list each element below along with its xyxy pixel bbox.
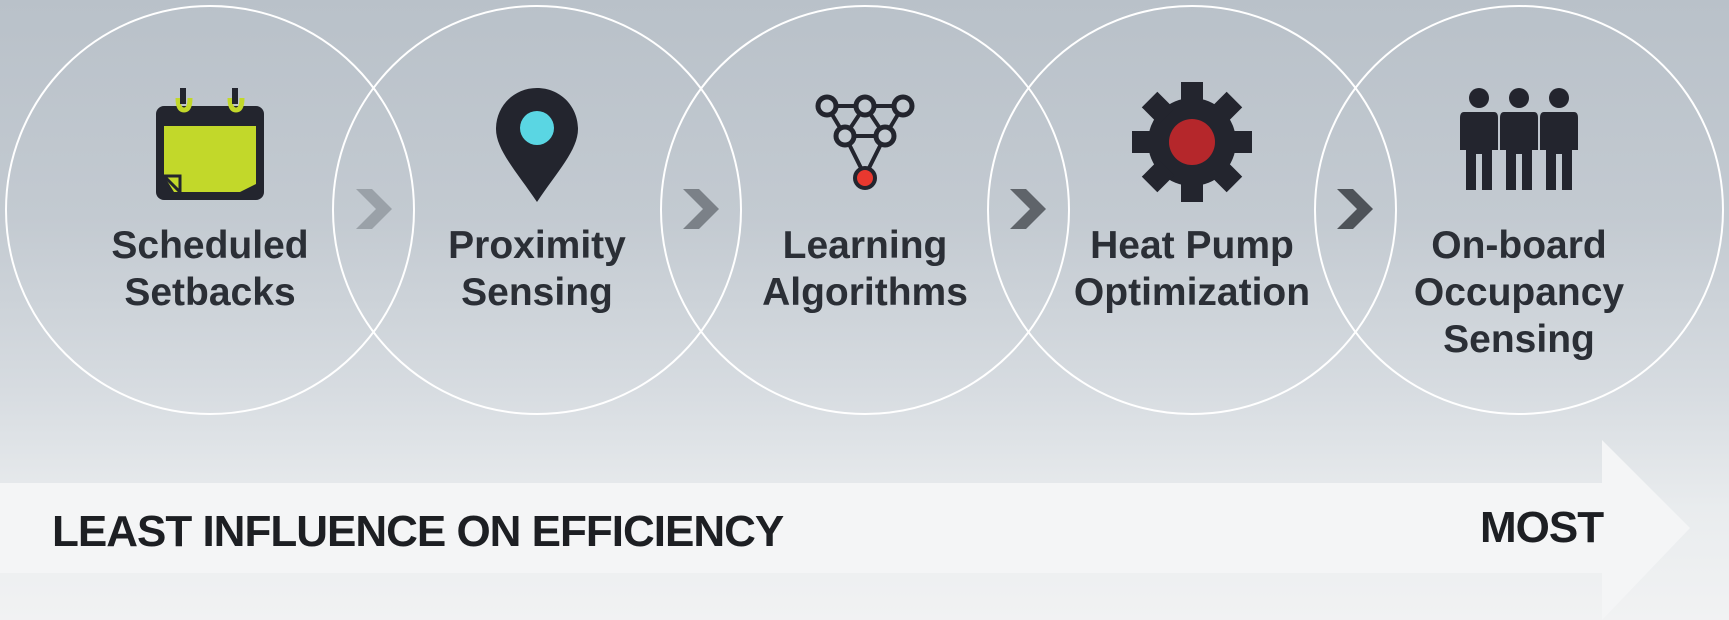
gear-icon xyxy=(1132,82,1252,202)
step-label-line: Algorithms xyxy=(762,271,968,314)
step-label-line: Heat Pump xyxy=(1090,224,1294,267)
chevron-right-icon xyxy=(356,189,392,229)
step-label-line: Scheduled xyxy=(111,224,309,267)
step-label: On-board Occupancy Sensing xyxy=(1339,222,1699,363)
least-influence-label: LEAST INFLUENCE ON EFFICIENCY xyxy=(52,507,784,556)
step-learning-algorithms: Learning Algorithms xyxy=(660,0,1070,410)
step-label-line: On-board xyxy=(1431,224,1607,267)
step-label-line: Sensing xyxy=(461,271,613,314)
step-onboard-occupancy-sensing: On-board Occupancy Sensing xyxy=(1314,0,1724,410)
step-heat-pump-optimization: Heat Pump Optimization xyxy=(987,0,1397,410)
chevron-right-icon xyxy=(683,189,719,229)
step-label-line: Proximity xyxy=(448,224,626,267)
step-label-line: Setbacks xyxy=(124,271,296,314)
chevron-right-icon xyxy=(1337,189,1373,229)
step-label-line: Sensing xyxy=(1443,318,1595,361)
step-label-line: Occupancy xyxy=(1413,271,1625,314)
step-label: Learning Algorithms xyxy=(685,222,1045,316)
step-label: Proximity Sensing xyxy=(357,222,717,316)
efficiency-arrow xyxy=(0,440,1690,620)
step-label-line: Learning xyxy=(782,224,948,267)
neural-network-icon xyxy=(815,94,915,190)
step-proximity-sensing: Proximity Sensing xyxy=(332,0,742,410)
step-label-line: Optimization xyxy=(1073,271,1311,314)
location-pin-icon xyxy=(496,88,578,202)
people-icon xyxy=(1460,88,1578,190)
chevron-right-icon xyxy=(1010,189,1046,229)
most-label: MOST xyxy=(1480,503,1604,552)
calendar-icon xyxy=(156,88,264,200)
step-scheduled-setbacks: Scheduled Setbacks xyxy=(5,0,415,410)
step-label: Scheduled Setbacks xyxy=(30,222,390,316)
step-label: Heat Pump Optimization xyxy=(1012,222,1372,316)
